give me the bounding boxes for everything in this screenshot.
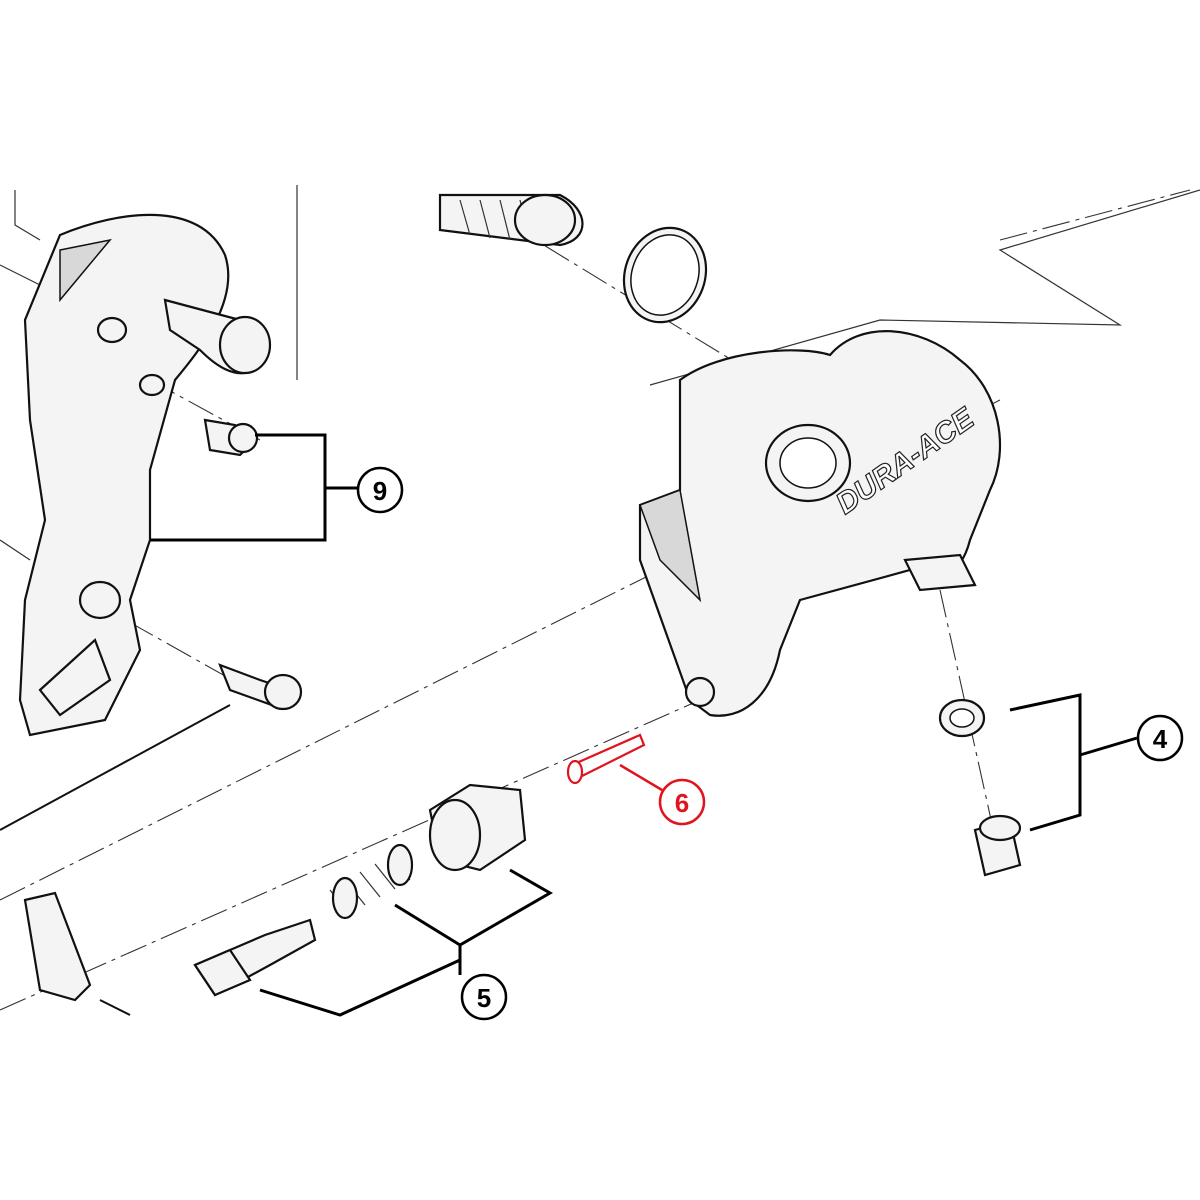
derailleur-body: DURA-ACE: [638, 330, 1002, 717]
screws-left: [203, 418, 303, 711]
callout-5: 5: [460, 973, 508, 1021]
callout-label: 6: [675, 788, 689, 818]
cap-bolt-and-washer: [938, 698, 1022, 877]
callout-label: 9: [373, 476, 387, 506]
return-spring: [438, 193, 708, 324]
callout-label: 5: [477, 983, 491, 1013]
cage-plate: [0, 213, 272, 831]
pin-axle-highlighted: [566, 733, 646, 785]
callout-label: 4: [1153, 724, 1168, 754]
callout-6-highlighted: 6: [658, 778, 706, 826]
callout-4: 4: [1136, 714, 1184, 762]
leader-lines: [150, 433, 1138, 1017]
adjuster-assembly: [23, 783, 527, 1016]
callout-9: 9: [356, 466, 404, 514]
